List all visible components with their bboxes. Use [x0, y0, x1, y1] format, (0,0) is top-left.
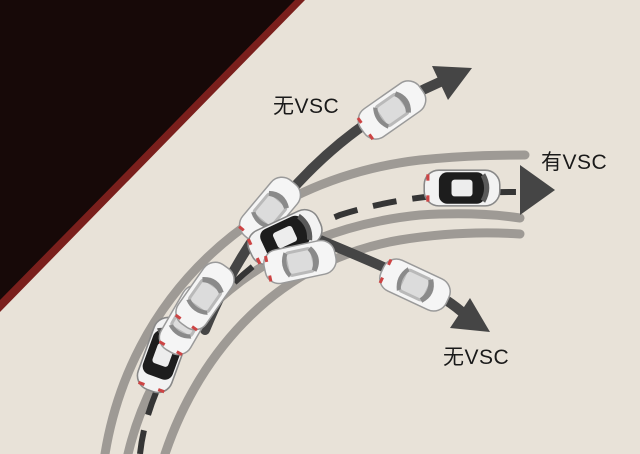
label-stable-path: 有VSC	[541, 151, 608, 174]
label-understeer-path: 无VSC	[273, 95, 340, 118]
label-oversteer-path: 无VSC	[443, 346, 510, 369]
corner-dark	[0, 0, 295, 300]
stable-arrow	[520, 165, 555, 215]
outer-lane-line	[100, 150, 530, 454]
car-stable	[423, 169, 501, 207]
